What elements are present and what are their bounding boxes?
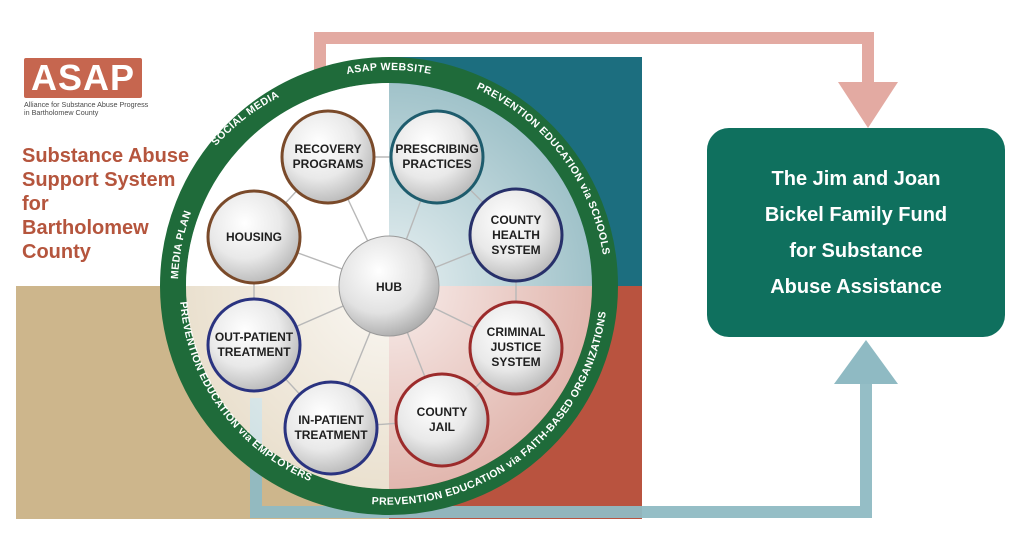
node-inpatient-treatment: IN-PATIENT TREATMENT <box>283 380 379 476</box>
criminal-justice-line2: JUSTICE <box>491 340 542 354</box>
logo-subtitle-line1: Alliance for Substance Abuse Progress <box>24 100 149 109</box>
node-housing: HOUSING <box>206 189 302 285</box>
node-county-health-system: COUNTY HEALTH SYSTEM <box>468 187 564 283</box>
outer-ring <box>160 57 618 515</box>
county-health-line3: SYSTEM <box>491 243 540 257</box>
node-criminal-justice-system: CRIMINAL JUSTICE SYSTEM <box>468 300 564 396</box>
county-health-line1: COUNTY <box>491 213 542 227</box>
title-line3: for <box>22 193 49 215</box>
arrow-pink-head <box>838 82 898 128</box>
inpatient-line1: IN-PATIENT <box>298 413 364 427</box>
hub-label: HUB <box>376 280 402 294</box>
fund-line4: Abuse Assistance <box>770 275 942 298</box>
title-line2: Support System <box>22 169 176 191</box>
title-line4: Bartholomew <box>22 217 149 239</box>
fund-box: The Jim and Joan Bickel Family Fund for … <box>707 128 1005 337</box>
prescribing-line2: PRACTICES <box>402 157 471 171</box>
criminal-justice-line1: CRIMINAL <box>487 325 546 339</box>
node-prescribing-practices: PRESCRIBING PRACTICES <box>389 109 485 205</box>
county-health-line2: HEALTH <box>492 228 540 242</box>
logo-subtitle-line2: in Bartholomew County <box>24 108 99 117</box>
criminal-justice-line3: SYSTEM <box>491 355 540 369</box>
housing-line1: HOUSING <box>226 230 282 244</box>
fund-line3: for Substance <box>789 239 923 262</box>
ring-label-website: ASAP WEBSITE <box>345 61 432 77</box>
asap-logo-box: ASAP <box>24 57 142 98</box>
asap-logo: ASAP Alliance for Substance Abuse Progre… <box>24 57 154 117</box>
page-title: Substance Abuse Support System for Barth… <box>22 144 202 264</box>
fund-line2: Bickel Family Fund <box>764 203 948 226</box>
county-jail-line2: JAIL <box>429 420 455 434</box>
arrow-pink-path <box>314 32 874 84</box>
outpatient-line1: OUT-PATIENT <box>215 330 294 344</box>
outpatient-line2: TREATMENT <box>217 345 291 359</box>
county-jail-line1: COUNTY <box>417 405 468 419</box>
recovery-line1: RECOVERY <box>295 142 362 156</box>
asap-logo-text: ASAP <box>30 57 136 98</box>
node-outpatient-treatment: OUT-PATIENT TREATMENT <box>206 297 302 393</box>
title-line1: Substance Abuse <box>22 145 190 167</box>
asap-logo-subtitle: Alliance for Substance Abuse Progress in… <box>24 101 154 117</box>
prescribing-line1: PRESCRIBING <box>395 142 478 156</box>
fund-line1: The Jim and Joan <box>771 167 941 190</box>
recovery-line2: PROGRAMS <box>293 157 364 171</box>
arrow-blue-head <box>834 340 898 384</box>
title-line5: County <box>22 241 91 263</box>
node-county-jail: COUNTY JAIL <box>394 372 490 468</box>
node-recovery-programs: RECOVERY PROGRAMS <box>280 109 376 205</box>
hub-node <box>338 235 440 337</box>
inpatient-line2: TREATMENT <box>294 428 368 442</box>
